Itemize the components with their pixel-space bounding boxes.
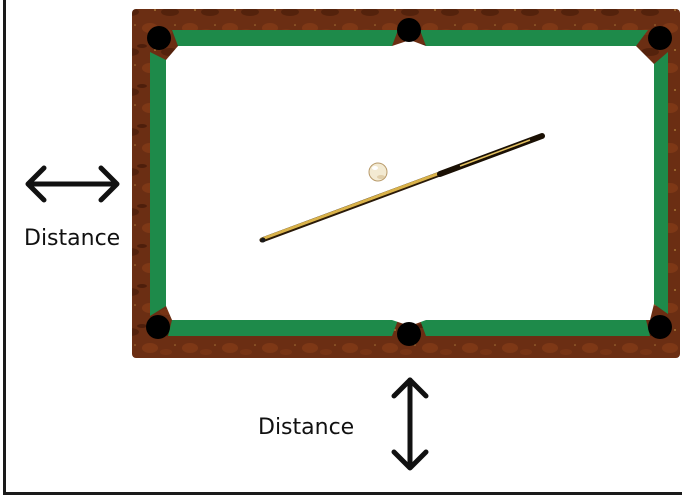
- pocket-top-middle: [397, 18, 421, 42]
- pocket-top-left: [147, 26, 171, 50]
- pocket-bottom-left: [146, 315, 170, 339]
- cue-ball-icon: [369, 163, 387, 181]
- horizontal-distance-label: Distance: [24, 226, 120, 251]
- double-arrow-vertical-icon: [394, 380, 426, 468]
- vertical-distance-label: Distance: [258, 415, 354, 440]
- pocket-top-right: [648, 26, 672, 50]
- pocket-bottom-right: [648, 315, 672, 339]
- double-arrow-horizontal-icon: [28, 168, 117, 200]
- pocket-bottom-middle: [397, 322, 421, 346]
